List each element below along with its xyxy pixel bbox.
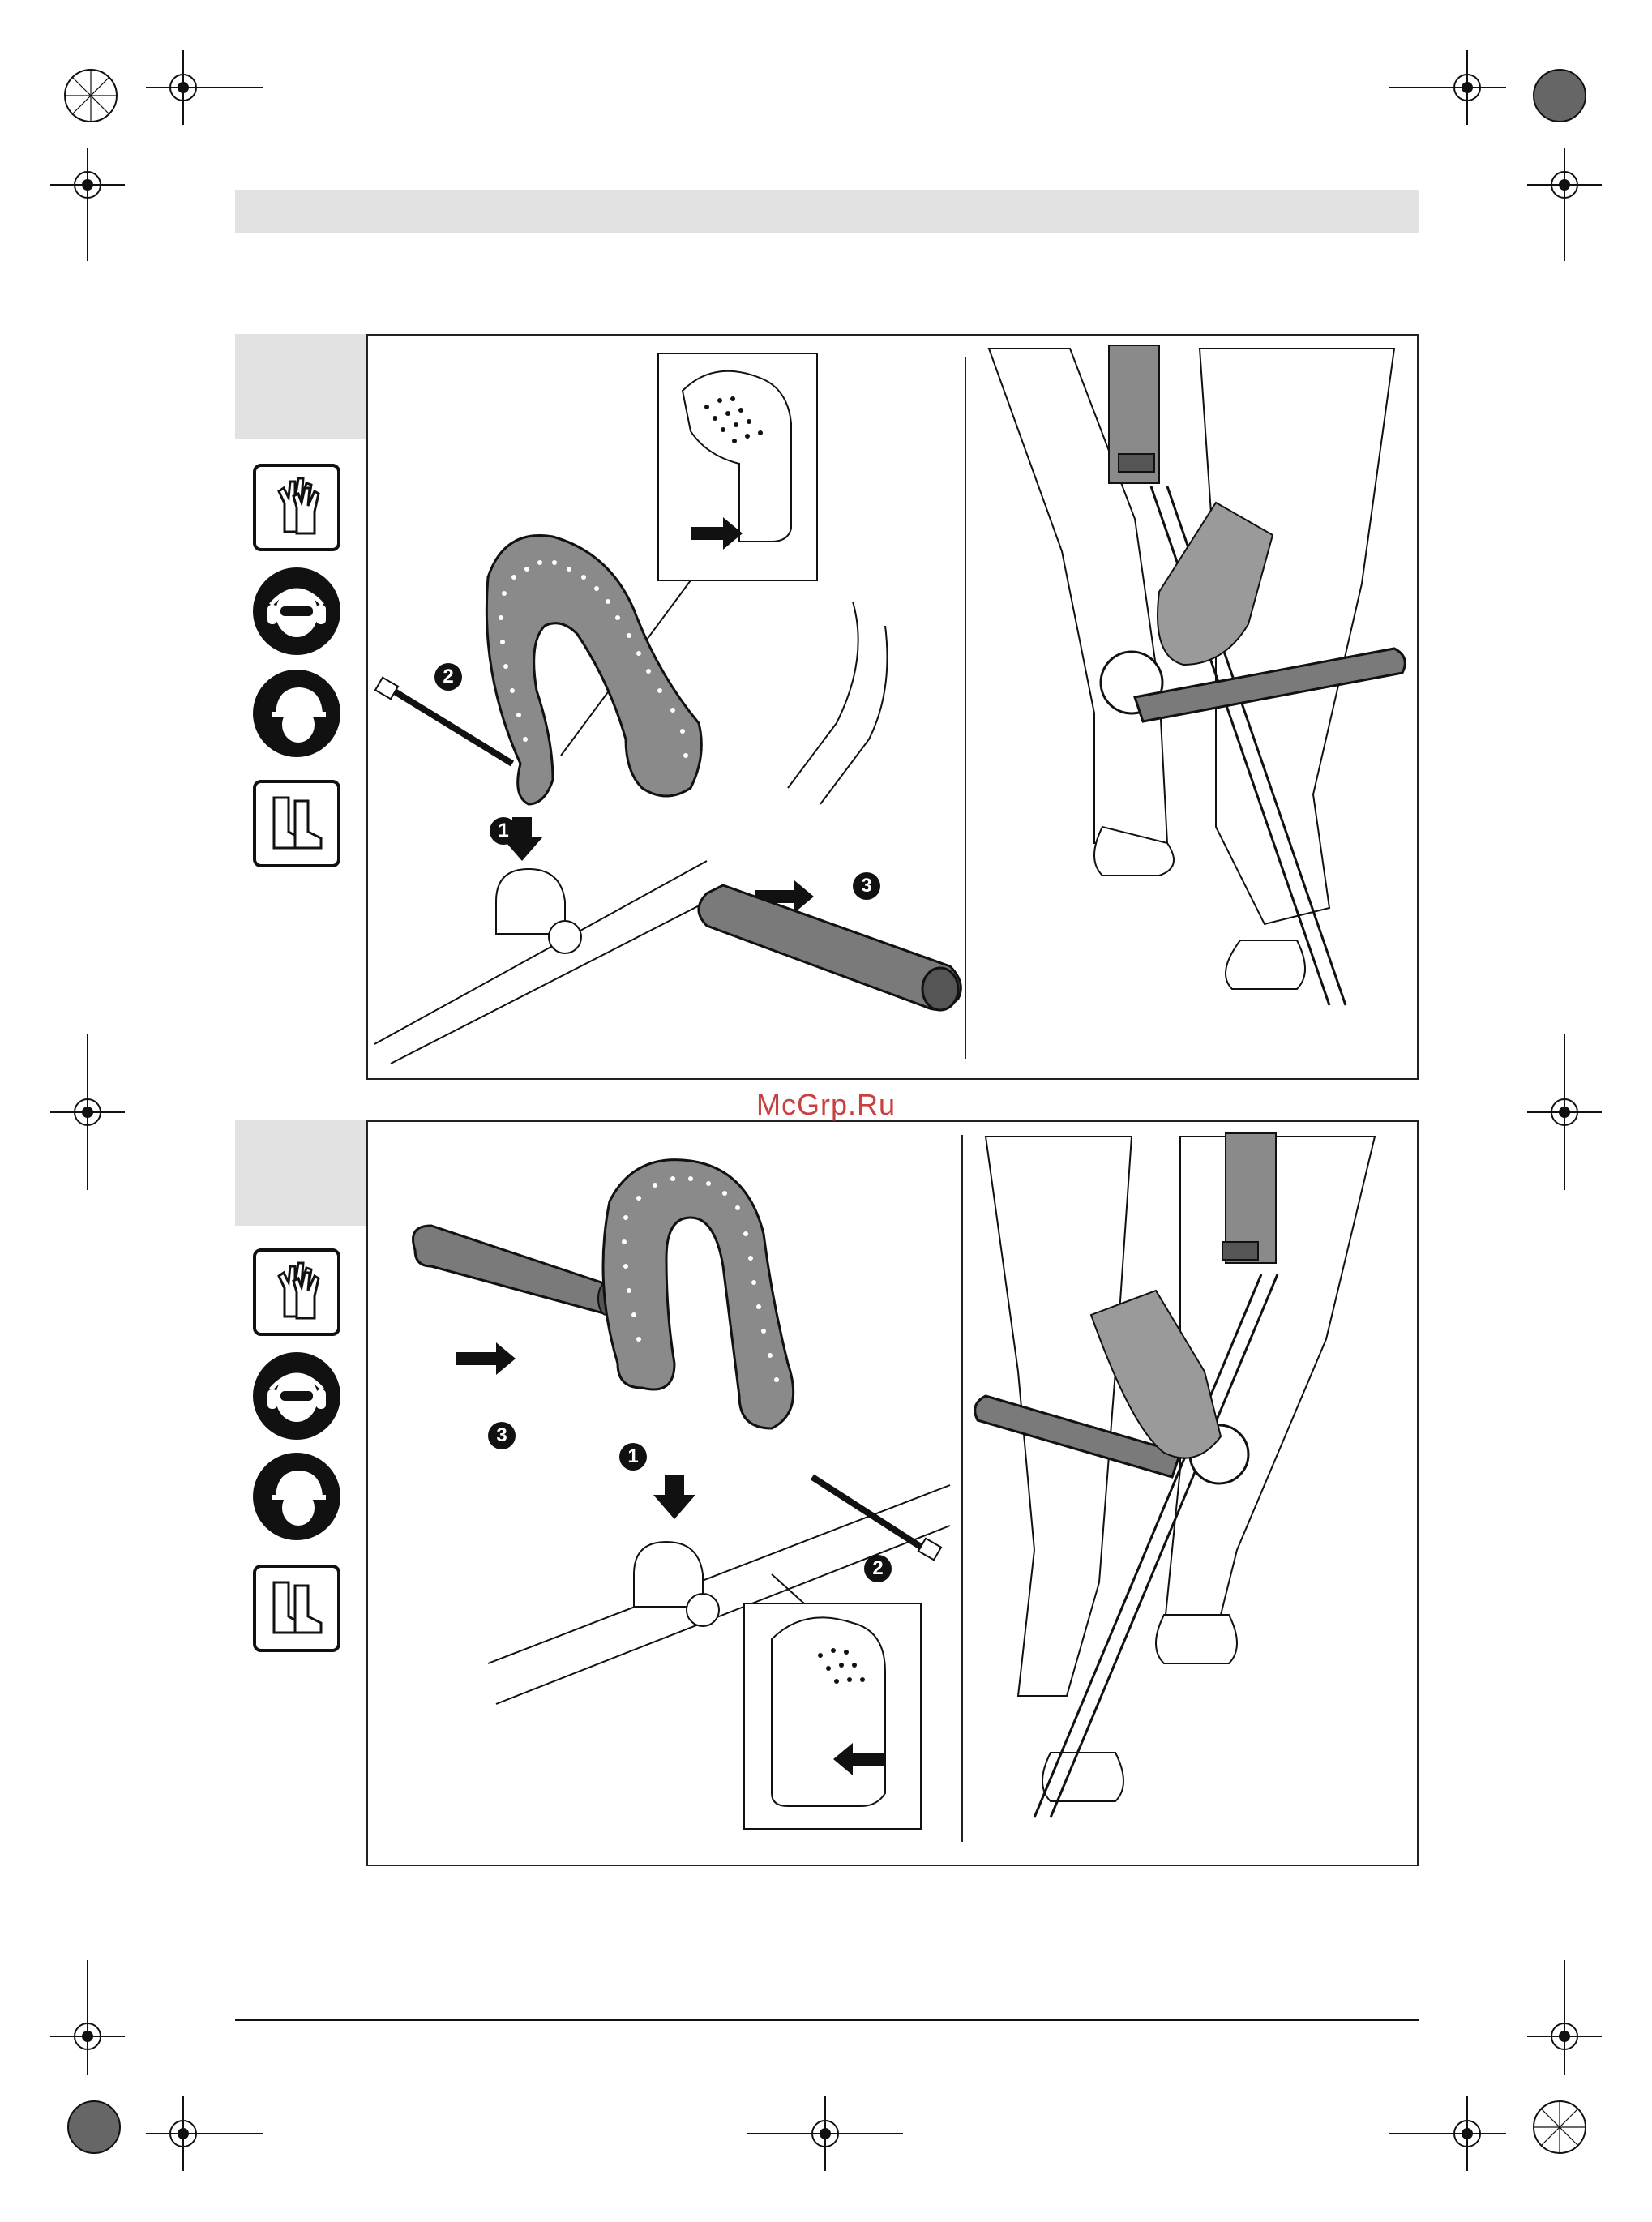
figure-divider-bottom <box>961 1135 963 1842</box>
step-number-2: 2 <box>864 1555 892 1582</box>
figure-tab-bottom <box>235 1120 366 1226</box>
gloves-icon <box>253 464 340 551</box>
gloves-icon <box>253 1248 340 1336</box>
helmet-icon <box>253 670 340 757</box>
step-number-2: 2 <box>434 663 462 691</box>
illustration-top-operator <box>973 340 1410 1054</box>
figure-tab-top <box>235 334 366 439</box>
header-bar <box>235 190 1419 233</box>
illustration-top-assembly <box>366 334 966 1064</box>
illustration-bottom-disassembly <box>366 1120 958 1850</box>
step-number-3: 3 <box>853 872 880 900</box>
step-number-1: 1 <box>619 1443 647 1471</box>
boots-icon <box>253 780 340 867</box>
eye-ear-protection-icon <box>253 567 340 655</box>
step-number-3: 3 <box>488 1422 516 1449</box>
boots-icon <box>253 1565 340 1652</box>
step-number-1: 1 <box>490 817 517 845</box>
eye-ear-protection-icon <box>253 1352 340 1440</box>
footer-rule <box>235 2019 1419 2021</box>
watermark: McGrp.Ru <box>0 1088 1652 1122</box>
illustration-bottom-operator <box>969 1128 1407 1842</box>
helmet-icon <box>253 1453 340 1540</box>
